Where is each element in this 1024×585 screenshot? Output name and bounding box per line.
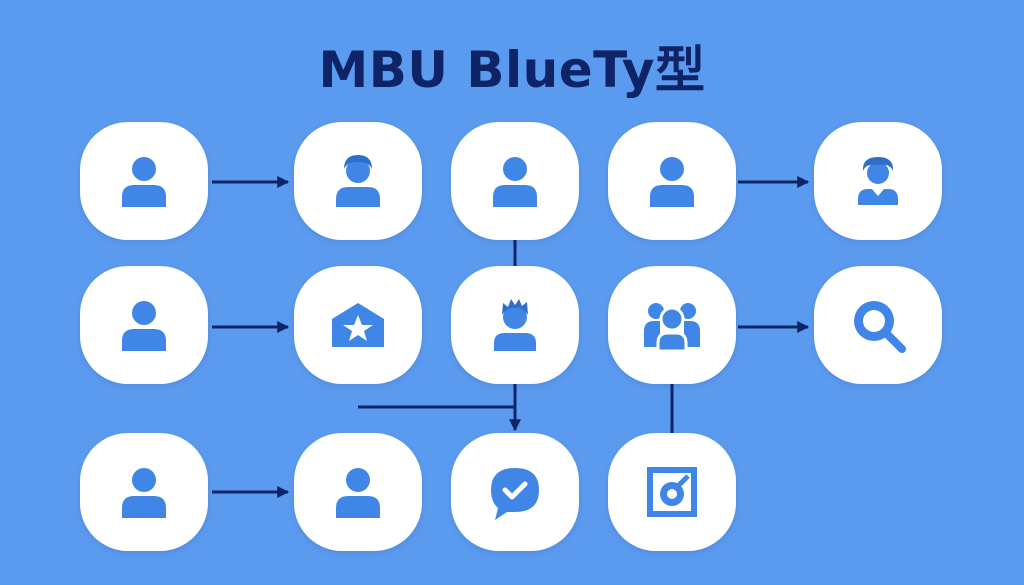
node-envelope-star [294, 266, 422, 384]
person-curly-hair-icon [858, 157, 898, 205]
node-person [608, 122, 736, 240]
node-framed-lens [608, 433, 736, 551]
person-icon [493, 157, 537, 207]
person-icon [122, 468, 166, 518]
node-person [294, 433, 422, 551]
person-icon [122, 301, 166, 351]
node-person [80, 266, 208, 384]
chat-check-icon [491, 468, 539, 520]
framed-lens-icon [647, 467, 697, 517]
node-person [80, 433, 208, 551]
node-person-spiky [451, 266, 579, 384]
magnifier-icon [854, 301, 906, 353]
node-group [608, 266, 736, 384]
person-curly-hair-icon [336, 155, 380, 207]
node-person [451, 122, 579, 240]
group-icon [644, 303, 700, 353]
node-person-curly [294, 122, 422, 240]
node-person-curly [814, 122, 942, 240]
envelope-star-icon [332, 303, 384, 347]
node-chat-check [451, 433, 579, 551]
diagram-title: MBU BlueTy型 [318, 41, 706, 99]
person-spiky-hair-icon [494, 299, 536, 351]
node-person [80, 122, 208, 240]
person-icon [650, 157, 694, 207]
person-icon [336, 468, 380, 518]
person-icon [122, 157, 166, 207]
node-magnifier [814, 266, 942, 384]
